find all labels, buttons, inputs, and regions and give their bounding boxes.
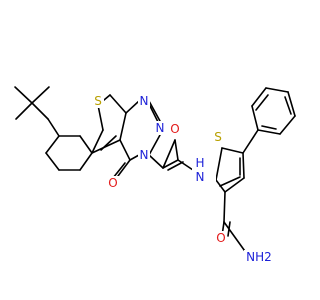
bond-35 [242,152,245,179]
bond-27 [162,139,176,169]
bond-16 [91,139,121,154]
bond-31 [177,159,194,171]
atom-label-o1: O [108,176,117,190]
bond-20 [148,134,161,156]
bond-44 [287,91,296,117]
atom-label-s1: S [94,94,102,108]
atom-label-h: H [195,156,204,170]
atom-o-carboxamide: O [215,231,227,245]
bond-36 [224,177,245,193]
atom-o-triazinone: O [107,176,119,190]
bond-18 [125,100,140,114]
bond-41 [251,105,259,131]
bond-24 [112,162,126,179]
molecule-canvas: S N N N O O [14,86,296,264]
bond-6 [45,152,60,171]
atom-label-layer: S N N N O O [92,94,274,264]
bond-9 [79,135,93,154]
bond-14 [109,94,127,114]
bond-26 [148,154,164,169]
bond-40 [242,129,259,154]
bond-5 [45,135,60,154]
bond-28 [162,159,179,169]
atom-label-s2: S [214,130,222,144]
atom-label-n2: N [156,121,165,135]
bond-0 [14,86,33,104]
bond-25 [149,105,159,123]
bond-48 [284,96,292,115]
bond-17 [100,135,117,151]
atom-label-n4: N [196,170,205,184]
bond-2 [15,102,33,120]
bond-53 [223,221,248,255]
bond-42 [251,87,267,107]
atom-nh-amide: H N [192,156,216,184]
atom-label-n3: N [140,148,149,162]
bond-46 [257,129,281,135]
bond-45 [279,115,296,135]
atom-n-triazine-2: N [154,121,166,135]
bond-12 [97,104,104,131]
bond-layer [14,86,296,255]
bond-47 [255,94,269,111]
bond-11 [91,129,104,154]
atom-s-thiophene: S [212,130,224,144]
bond-50 [223,191,226,223]
atom-s-fused-thiophene: S [92,94,104,108]
bond-8 [79,152,93,171]
bond-34 [221,147,244,154]
molecule-structure-diagram: S N N N O O [14,86,296,264]
bond-39 [219,176,241,187]
atom-label-o2: O [170,122,179,136]
bond-21 [129,154,140,161]
bond-1 [31,86,50,104]
atom-label-o3: O [216,231,225,245]
atom-o-amide: O [169,122,181,136]
bond-33 [215,147,223,181]
bond-22 [119,139,131,161]
atom-nh2-carboxamide: NH2 [244,250,274,264]
bond-3 [31,102,49,120]
atom-n-triazine-3: N [138,148,150,162]
bond-43 [265,87,289,93]
bond-19 [148,100,161,122]
atom-label-n1: N [140,94,149,108]
bond-4 [47,118,60,137]
bond-49 [261,125,277,130]
atom-label-nh2: NH2 [246,250,272,264]
atom-n-triazine-1: N [138,94,150,108]
bond-29 [174,139,179,161]
bond-30 [167,161,184,171]
bond-15 [119,112,127,141]
bond-23 [117,159,131,177]
